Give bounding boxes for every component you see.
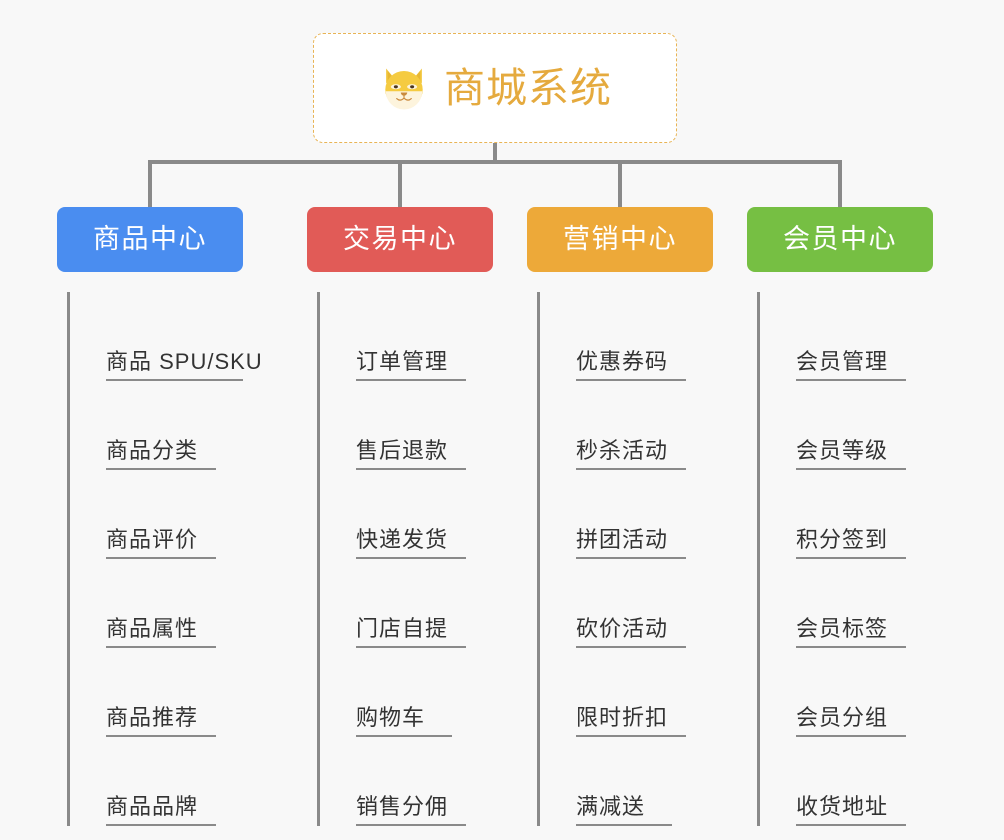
leaf-label: 满减送 bbox=[576, 794, 672, 826]
leaf-label: 商品品牌 bbox=[106, 794, 217, 826]
leaf-label: 售后退款 bbox=[356, 438, 467, 470]
leaf-label: 会员标签 bbox=[796, 616, 907, 648]
category-label: 商品中心 bbox=[93, 224, 207, 254]
category-label: 营销中心 bbox=[563, 224, 677, 254]
connector-horizontal-bus bbox=[148, 160, 842, 164]
leaf-label: 商品推荐 bbox=[106, 705, 217, 737]
leaf-label: 订单管理 bbox=[356, 349, 467, 381]
list-item[interactable]: 秒杀活动 bbox=[540, 381, 713, 470]
leaf-label: 商品属性 bbox=[106, 616, 217, 648]
category-label: 会员中心 bbox=[783, 224, 897, 254]
list-item[interactable]: 收货地址 bbox=[760, 737, 933, 826]
leaf-label: 商品 SPU/SKU bbox=[106, 349, 262, 381]
list-item[interactable]: 商品品牌 bbox=[70, 737, 243, 826]
leaf-label: 商品分类 bbox=[106, 438, 217, 470]
leaf-label: 积分签到 bbox=[796, 527, 907, 559]
list-item[interactable]: 快递发货 bbox=[320, 470, 493, 559]
list-item[interactable]: 门店自提 bbox=[320, 559, 493, 648]
list-item[interactable]: 砍价活动 bbox=[540, 559, 713, 648]
leaf-label: 砍价活动 bbox=[576, 616, 687, 648]
category-box-marketing-center[interactable]: 营销中心 bbox=[527, 207, 713, 272]
leaf-list-member-center: 会员管理 会员等级 积分签到 会员标签 会员分组 收货地址 bbox=[757, 292, 933, 826]
category-box-trade-center[interactable]: 交易中心 bbox=[307, 207, 493, 272]
leaf-label: 拼团活动 bbox=[576, 527, 687, 559]
list-item[interactable]: 拼团活动 bbox=[540, 470, 713, 559]
list-item[interactable]: 会员管理 bbox=[760, 292, 933, 381]
category-label: 交易中心 bbox=[343, 224, 457, 254]
leaf-label: 会员分组 bbox=[796, 705, 907, 737]
list-item[interactable]: 订单管理 bbox=[320, 292, 493, 381]
list-item[interactable]: 销售分佣 bbox=[320, 737, 493, 826]
category-box-product-center[interactable]: 商品中心 bbox=[57, 207, 243, 272]
leaf-label: 秒杀活动 bbox=[576, 438, 687, 470]
list-item[interactable]: 优惠券码 bbox=[540, 292, 713, 381]
leaf-label: 购物车 bbox=[356, 705, 452, 737]
category-column-member-center: 会员中心 会员管理 会员等级 积分签到 会员标签 会员分组 收货地址 bbox=[747, 207, 933, 826]
list-item[interactable]: 满减送 bbox=[540, 737, 713, 826]
list-item[interactable]: 会员等级 bbox=[760, 381, 933, 470]
category-box-member-center[interactable]: 会员中心 bbox=[747, 207, 933, 272]
list-item[interactable]: 会员分组 bbox=[760, 648, 933, 737]
list-item[interactable]: 商品分类 bbox=[70, 381, 243, 470]
leaf-label: 快递发货 bbox=[356, 527, 467, 559]
leaf-label: 门店自提 bbox=[356, 616, 467, 648]
leaf-label: 收货地址 bbox=[796, 794, 907, 826]
list-item[interactable]: 限时折扣 bbox=[540, 648, 713, 737]
list-item[interactable]: 商品属性 bbox=[70, 559, 243, 648]
connector-root-trunk bbox=[493, 143, 497, 164]
connector-drop-category-2 bbox=[398, 160, 402, 208]
category-column-marketing-center: 营销中心 优惠券码 秒杀活动 拼团活动 砍价活动 限时折扣 满减送 bbox=[527, 207, 713, 826]
list-item[interactable]: 售后退款 bbox=[320, 381, 493, 470]
leaf-label: 商品评价 bbox=[106, 527, 217, 559]
list-item[interactable]: 购物车 bbox=[320, 648, 493, 737]
connector-drop-category-1 bbox=[148, 160, 152, 208]
list-item[interactable]: 商品评价 bbox=[70, 470, 243, 559]
list-item[interactable]: 积分签到 bbox=[760, 470, 933, 559]
list-item[interactable]: 商品推荐 bbox=[70, 648, 243, 737]
root-node-shopping-mall-system[interactable]: 商城系统 bbox=[313, 33, 677, 143]
leaf-label: 会员等级 bbox=[796, 438, 907, 470]
leaf-list-marketing-center: 优惠券码 秒杀活动 拼团活动 砍价活动 限时折扣 满减送 bbox=[537, 292, 713, 826]
list-item[interactable]: 商品 SPU/SKU bbox=[70, 292, 262, 381]
category-column-trade-center: 交易中心 订单管理 售后退款 快递发货 门店自提 购物车 销售分佣 bbox=[307, 207, 493, 826]
connector-drop-category-4 bbox=[838, 160, 842, 208]
connector-drop-category-3 bbox=[618, 160, 622, 208]
leaf-list-product-center: 商品 SPU/SKU 商品分类 商品评价 商品属性 商品推荐 商品品牌 bbox=[67, 292, 262, 826]
leaf-label: 会员管理 bbox=[796, 349, 907, 381]
leaf-label: 限时折扣 bbox=[576, 705, 687, 737]
leaf-label: 销售分佣 bbox=[356, 794, 467, 826]
leaf-list-trade-center: 订单管理 售后退款 快递发货 门店自提 购物车 销售分佣 bbox=[317, 292, 493, 826]
leaf-label: 优惠券码 bbox=[576, 349, 687, 381]
shiba-dog-icon bbox=[385, 68, 423, 110]
list-item[interactable]: 会员标签 bbox=[760, 559, 933, 648]
root-node-title: 商城系统 bbox=[444, 64, 612, 111]
category-column-product-center: 商品中心 商品 SPU/SKU 商品分类 商品评价 商品属性 商品推荐 商品品牌 bbox=[57, 207, 262, 826]
